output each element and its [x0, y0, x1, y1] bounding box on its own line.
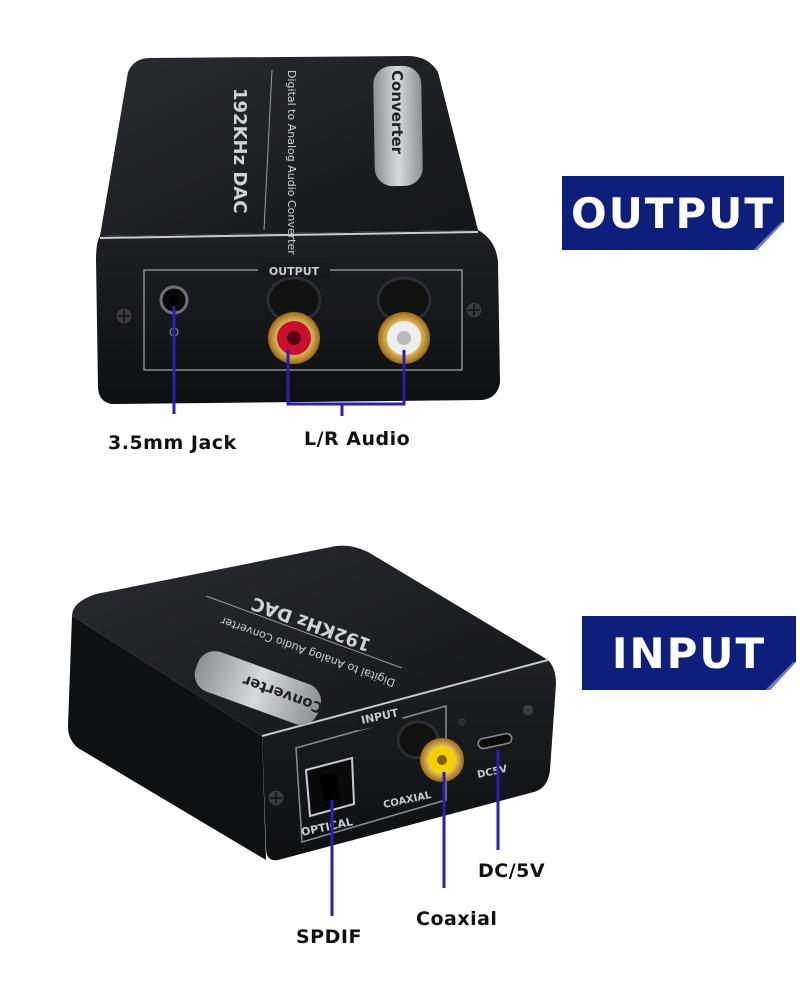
dc-port [458, 718, 513, 750]
jack-callout-label: 3.5mm Jack [108, 432, 237, 454]
optical-port [304, 756, 356, 818]
top-line1: Digital to Analog Audio Converter [285, 70, 298, 255]
top-panel-label: OUTPUT [269, 265, 320, 278]
top-callout-lines [172, 306, 406, 416]
dc-callout-label: DC/5V [478, 860, 546, 882]
top-badge-text: Converter [388, 70, 406, 155]
rca-red-port [266, 276, 322, 364]
input-banner-text: INPUT [611, 628, 767, 678]
spdif-callout-label: SPDIF [296, 926, 362, 948]
rca-white-port [376, 276, 432, 364]
top-badge: Converter [373, 65, 423, 187]
bottom-callout-lines [330, 750, 500, 916]
bottom-device: Digital to Analog Audio Converter 192KHz… [68, 545, 556, 861]
top-device: Converter Digital to Analog Audio Conver… [96, 56, 500, 404]
top-line2: 192KHz DAC [229, 88, 250, 213]
output-banner-text: OUTPUT [571, 188, 775, 238]
output-banner: OUTPUT [562, 176, 784, 250]
coaxial-callout-label: Coaxial [416, 908, 498, 930]
lr-audio-callout-label: L/R Audio [304, 428, 411, 450]
coaxial-port [396, 720, 464, 782]
